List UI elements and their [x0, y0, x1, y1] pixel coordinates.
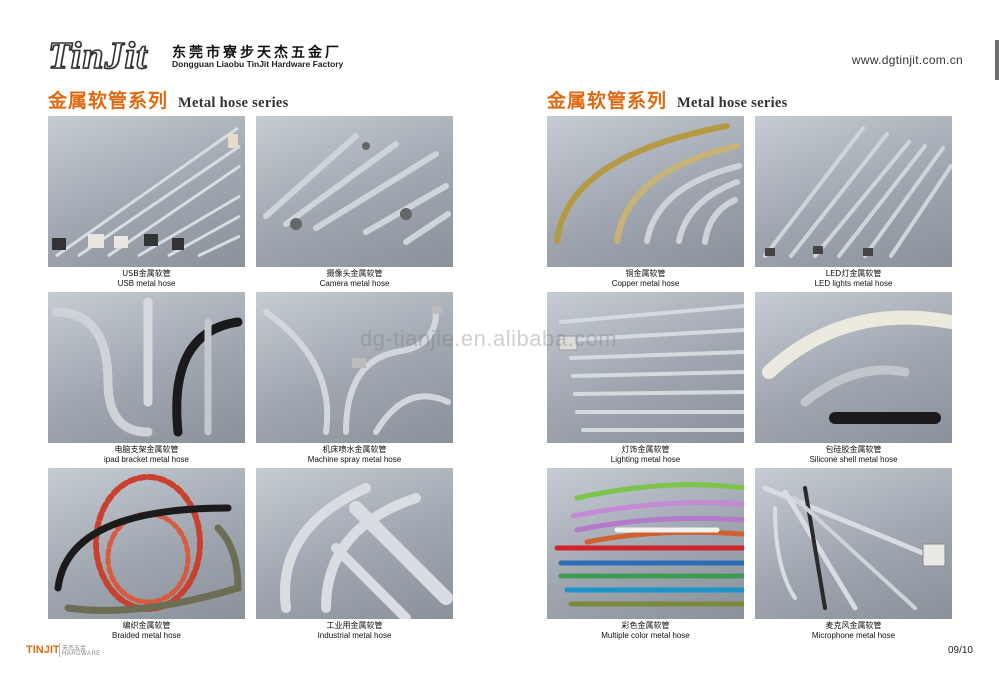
product-caption-cn: 灯饰金属软管: [621, 445, 670, 454]
copper-hose-photo: [547, 116, 744, 267]
product-caption-en: Braided metal hose: [112, 631, 181, 640]
product-tile[interactable]: 灯饰金属软管 Lighting metal hose: [547, 292, 744, 465]
footer-brand-en: HARDWARE: [62, 651, 101, 657]
product-caption-cn: 包硅胶金属软管: [825, 445, 882, 454]
page-number: 09/10: [947, 645, 973, 656]
spray-hose-photo: [256, 292, 453, 443]
page-edge-tab: [995, 40, 999, 80]
product-caption-en: USB metal hose: [117, 279, 176, 288]
microphone-hose-photo: [755, 468, 952, 619]
silicone-hose-photo: [755, 292, 952, 443]
product-caption-en: Copper metal hose: [611, 279, 680, 288]
product-caption-cn: 工业用金属软管: [326, 621, 383, 630]
product-caption-en: Industrial metal hose: [317, 631, 392, 640]
section-title-left: 金属软管系列 Metal hose series: [48, 86, 289, 113]
product-caption-en: LED lights metal hose: [814, 279, 893, 288]
product-tile[interactable]: 包硅胶金属软管 Silicone shell metal hose: [755, 292, 952, 465]
product-caption-en: Camera metal hose: [319, 279, 390, 288]
usb-hose-photo: [48, 116, 245, 267]
product-tile[interactable]: 彩色金属软管 Multiple color metal hose: [547, 468, 744, 641]
product-caption-en: Multiple color metal hose: [601, 631, 690, 640]
section-title-cn: 金属软管系列: [48, 90, 169, 112]
section-title-right: 金属软管系列 Metal hose series: [547, 86, 788, 113]
lighting-hose-photo: [547, 292, 744, 443]
product-caption-cn: 电脑支架金属软管: [114, 445, 179, 454]
product-caption-en: Microphone metal hose: [811, 631, 896, 640]
product-tile[interactable]: LED灯金属软管 LED lights metal hose: [755, 116, 952, 289]
company-name-cn: 东莞市寮步天杰五金厂: [172, 45, 342, 61]
footer-divider: [59, 643, 60, 657]
product-caption-cn: LED灯金属软管: [825, 269, 882, 278]
product-tile[interactable]: 摄像头金属软管 Camera metal hose: [256, 116, 453, 289]
section-title-cn: 金属软管系列: [547, 90, 668, 112]
camera-hose-photo: [256, 116, 453, 267]
product-caption-en: Lighting metal hose: [610, 455, 681, 464]
product-caption-en: ipad bracket metal hose: [104, 455, 189, 464]
product-caption-cn: 摄像头金属软管: [326, 269, 383, 278]
product-tile[interactable]: 工业用金属软管 Industrial metal hose: [256, 468, 453, 641]
product-tile[interactable]: 铜金属软管 Copper metal hose: [547, 116, 744, 289]
industrial-hose-photo: [256, 468, 453, 619]
product-tile[interactable]: 麦克风金属软管 Microphone metal hose: [755, 468, 952, 641]
tinjit-logo: TinJit: [47, 34, 148, 78]
footer-brand-cn: 天杰五金: [62, 645, 87, 652]
product-caption-en: Machine spray metal hose: [307, 455, 402, 464]
product-caption-cn: 编织金属软管: [122, 621, 171, 630]
product-caption-en: Silicone shell metal hose: [809, 455, 898, 464]
led-hose-photo: [755, 116, 952, 267]
product-tile[interactable]: 编织金属软管 Braided metal hose: [48, 468, 245, 641]
braided-hose-photo: [48, 468, 245, 619]
product-caption-cn: USB金属软管: [122, 269, 171, 278]
company-name-en: Dongguan Liaobu TinJit Hardware Factory: [172, 59, 344, 69]
product-tile[interactable]: 电脑支架金属软管 ipad bracket metal hose: [48, 292, 245, 465]
watermark-text: dg-tianjie.en.alibaba.com: [360, 326, 618, 351]
ipad-hose-photo: [48, 292, 245, 443]
product-caption-cn: 彩色金属软管: [621, 621, 670, 630]
product-caption-cn: 铜金属软管: [625, 269, 666, 278]
product-caption-cn: 麦克风金属软管: [825, 621, 882, 630]
section-title-en: Metal hose series: [677, 95, 788, 111]
product-caption-cn: 机床喷水金属软管: [322, 445, 387, 454]
product-tile[interactable]: 机床喷水金属软管 Machine spray metal hose: [256, 292, 453, 465]
footer-brand: TINJIT: [26, 644, 60, 656]
color-hose-photo: [547, 468, 744, 619]
section-title-en: Metal hose series: [178, 95, 289, 111]
product-tile[interactable]: USB金属软管 USB metal hose: [48, 116, 245, 289]
website-url[interactable]: www.dgtinjit.com.cn: [851, 53, 963, 67]
